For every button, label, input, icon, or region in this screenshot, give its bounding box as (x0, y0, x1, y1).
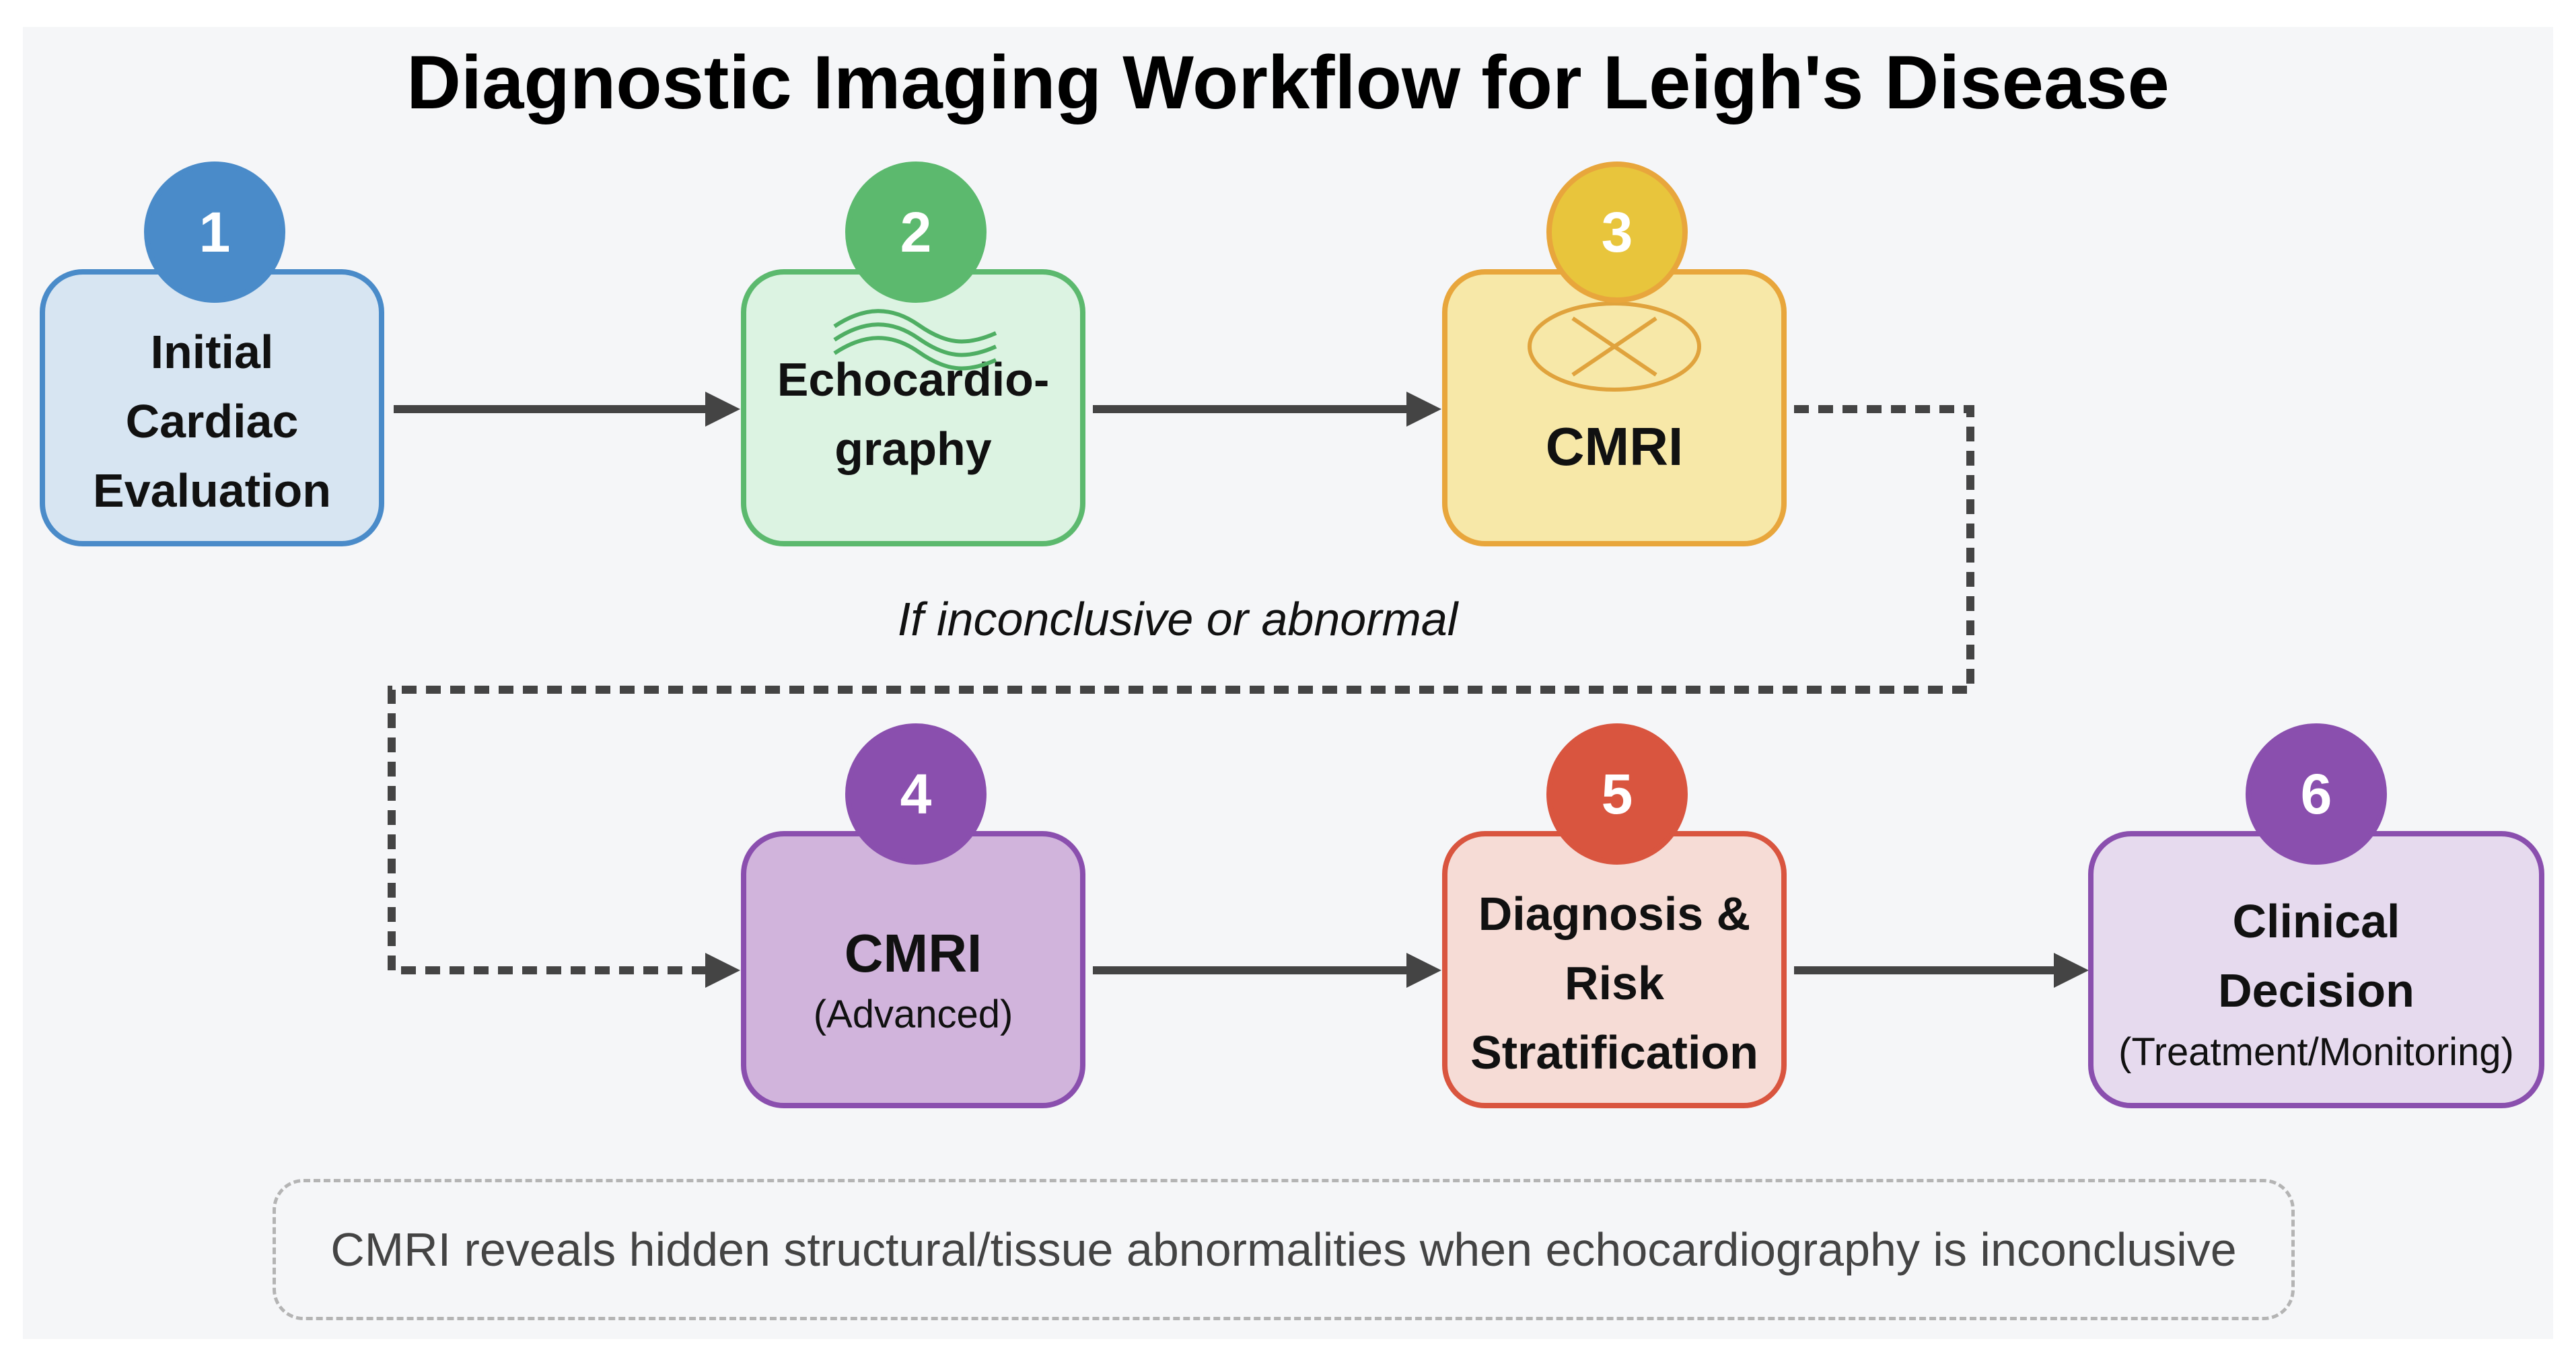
step-box-diagnosis-risk-stratification: Diagnosis & Risk Stratification (1442, 831, 1787, 1108)
step-box-cmri-advanced: CMRI (Advanced) (741, 831, 1085, 1108)
step-sublabel: (Advanced) (813, 992, 1013, 1036)
step-number-badge: 1 (144, 161, 285, 303)
condition-label: If inconclusive or abnormal (897, 593, 1458, 645)
arrow-2-to-3 (1093, 392, 1441, 427)
ultrasound-waves-icon (833, 309, 997, 371)
step-box-echocardiography: Echocardio- graphy (741, 269, 1085, 546)
step-number-badge: 6 (2246, 723, 2387, 865)
step-label: CMRI (1545, 417, 1684, 476)
step-label: Initial Cardiac Evaluation (93, 325, 331, 517)
mri-scanner-icon (1528, 301, 1701, 392)
summary-note: CMRI reveals hidden structural/tissue ab… (273, 1179, 2295, 1320)
step-number-badge: 4 (845, 723, 987, 865)
step-box-initial-cardiac-evaluation: Initial Cardiac Evaluation (40, 269, 384, 546)
arrow-5-to-6 (1794, 953, 2089, 988)
arrow-4-to-5 (1093, 953, 1441, 988)
diagram-title: Diagnostic Imaging Workflow for Leigh's … (406, 40, 2170, 124)
step-box-cmri: CMRI (1442, 269, 1787, 546)
step-label: Echocardio- graphy (777, 353, 1050, 475)
step-label: Diagnosis & Risk Stratification (1470, 887, 1758, 1079)
step-number-badge: 3 (1546, 161, 1688, 303)
step-number-badge: 5 (1546, 723, 1688, 865)
diagram-background (23, 27, 2553, 1339)
dashed-arrow-3-to-4 (388, 405, 1974, 988)
step-sublabel: (Treatment/Monitoring) (2118, 1030, 2514, 1074)
step-box-clinical-decision: Clinical Decision (Treatment/Monitoring) (2088, 831, 2544, 1108)
step-number-badge: 2 (845, 161, 987, 303)
step-label: CMRI (844, 923, 982, 983)
step-label: Clinical Decision (2218, 895, 2414, 1017)
arrow-1-to-2 (394, 392, 740, 427)
